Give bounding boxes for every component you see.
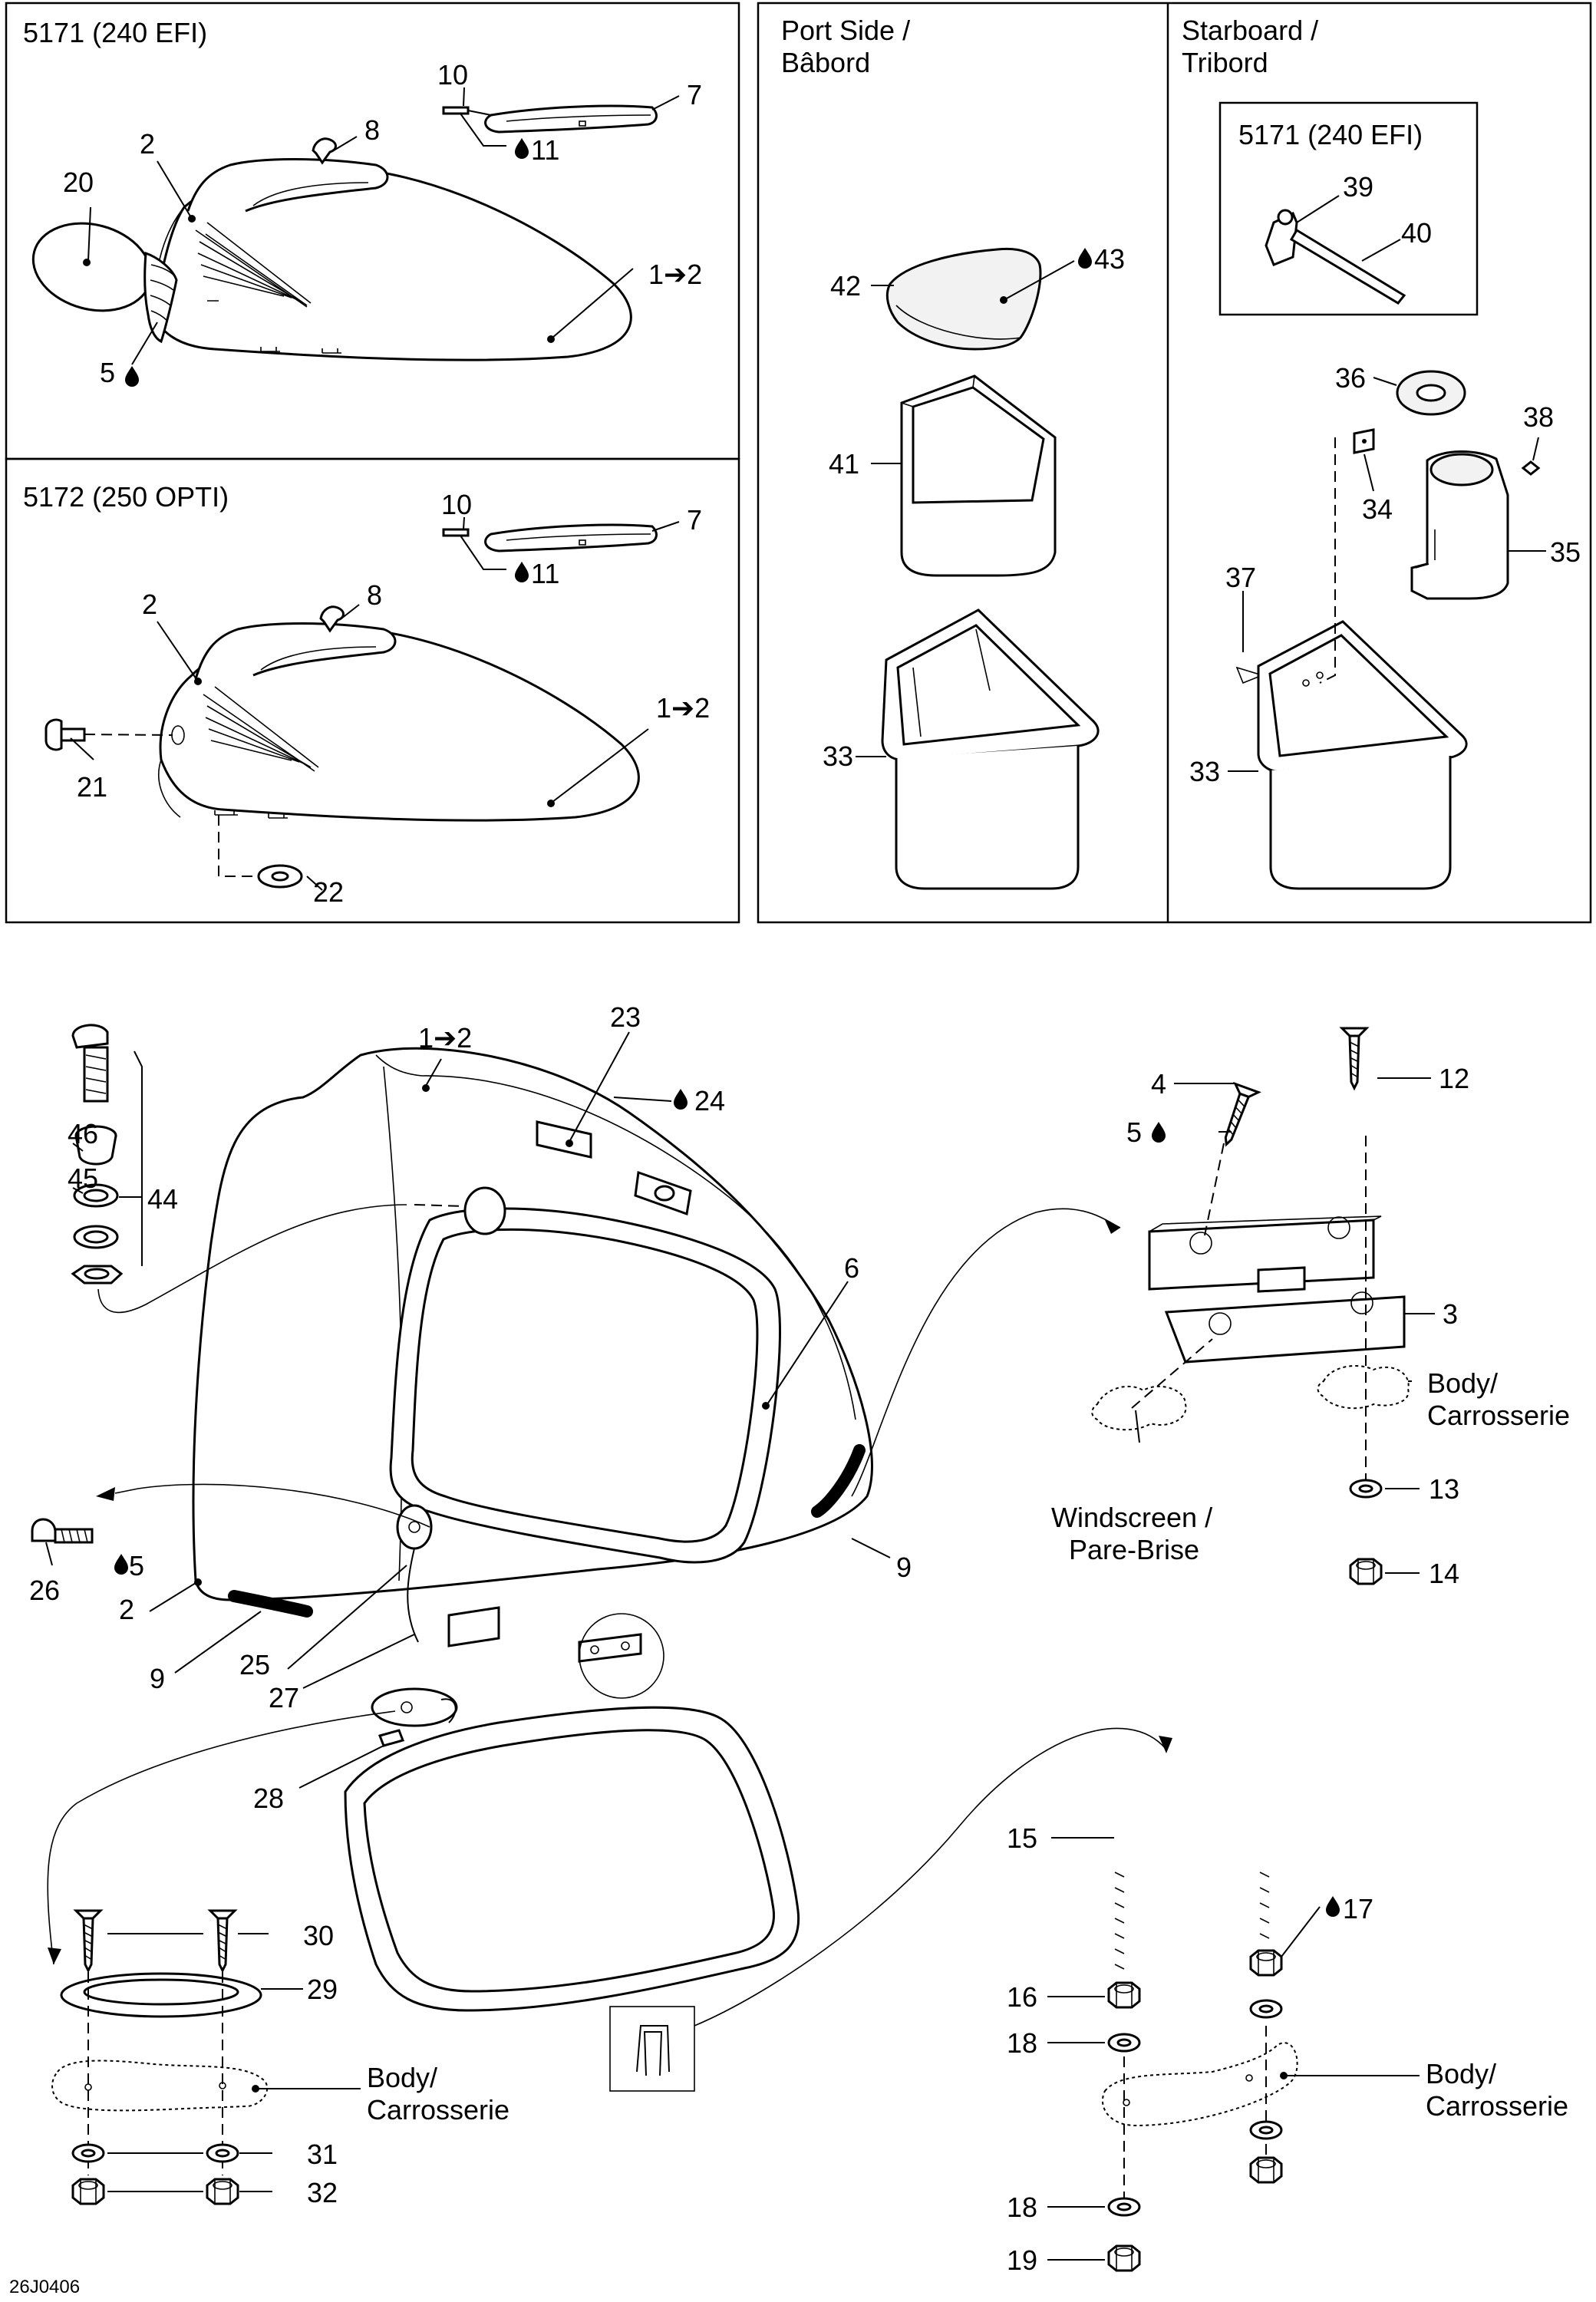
label-17-ubolt: 17 — [1343, 1893, 1373, 1924]
body-note-ubolt-line1: Body/ — [1426, 2058, 1496, 2089]
body-note-hinge-line1: Body/ — [1427, 1367, 1498, 1399]
label-12-hinge: 12 — [1439, 1063, 1469, 1094]
label-18-ubolt-upper: 18 — [1007, 2027, 1037, 2059]
label-34-starboard: 34 — [1362, 493, 1393, 525]
label-36-starboard: 36 — [1335, 362, 1366, 394]
label-11-efi: 11 — [531, 134, 559, 166]
label-26-main: 26 — [29, 1575, 60, 1606]
panel-opti-frame — [5, 457, 740, 924]
starboard-title-line1: Starboard / — [1182, 15, 1318, 46]
label-9-left: 9 — [150, 1663, 165, 1694]
efi-cover-drawing — [31, 104, 658, 361]
ubolt-leaders — [1047, 1837, 1420, 2261]
hinge-leaders — [1135, 1077, 1435, 1574]
label-16-ubolt: 16 — [1007, 1981, 1037, 2013]
body-note-left-line2: Carrosserie — [367, 2094, 509, 2126]
label-30-main: 30 — [303, 1920, 334, 1951]
label-22-opti: 22 — [313, 876, 344, 908]
label-9-right: 9 — [896, 1552, 912, 1583]
ubolt-drawing — [1101, 1787, 1298, 2272]
reference-code: 26J0406 — [9, 2277, 80, 2297]
label-23-main: 23 — [610, 1001, 641, 1033]
body-note-left-line1: Body/ — [367, 2062, 437, 2093]
label-31-main: 31 — [307, 2139, 338, 2170]
port-side-title-line2: Bâbord — [781, 47, 870, 78]
label-42-port: 42 — [830, 270, 861, 302]
label-20-efi: 20 — [63, 167, 94, 198]
label-13-hinge: 13 — [1429, 1473, 1459, 1505]
windscreen-note-line2: Pare-Brise — [1069, 1534, 1199, 1565]
main-cover-drawing — [31, 1024, 873, 2092]
label-39-inset: 39 — [1343, 171, 1373, 203]
label-11-opti: 11 — [531, 558, 559, 589]
body-note-hinge-line2: Carrosserie — [1427, 1400, 1570, 1431]
windscreen-note-line1: Windscreen / — [1051, 1502, 1212, 1533]
main-flow-arrows — [47, 1208, 1172, 2027]
label-29-main: 29 — [307, 1974, 338, 2005]
body-note-ubolt-line2: Carrosserie — [1426, 2090, 1568, 2122]
starboard-title-line2: Tribord — [1182, 47, 1268, 78]
label-8-opti: 8 — [367, 579, 382, 611]
inset-efi-frame — [1218, 101, 1479, 316]
port-storage-drawing — [881, 247, 1100, 890]
label-45-main: 45 — [68, 1163, 98, 1194]
panel-efi-title: 5171 (240 EFI) — [23, 17, 207, 48]
label-2-efi: 2 — [140, 128, 155, 160]
label-6-main: 6 — [844, 1252, 859, 1284]
label-37-starboard: 37 — [1225, 562, 1256, 593]
starboard-storage-drawing — [1235, 209, 1541, 890]
label-1-opti: 1➔2 — [656, 692, 710, 724]
label-19-ubolt: 19 — [1007, 2244, 1037, 2276]
port-side-title-line1: Port Side / — [781, 15, 910, 46]
panel-storage-frame — [757, 2, 1592, 924]
label-18-ubolt-lower: 18 — [1007, 2192, 1037, 2223]
inset-efi-title: 5171 (240 EFI) — [1238, 119, 1423, 150]
label-24-main: 24 — [694, 1085, 725, 1116]
label-15-ubolt: 15 — [1007, 1822, 1037, 1854]
bracket-left-drawing — [51, 1909, 269, 2205]
label-1-efi: 1➔2 — [648, 259, 702, 290]
opti-leaders — [70, 516, 680, 891]
label-38-starboard: 38 — [1523, 401, 1554, 433]
port-leaders — [856, 260, 1075, 757]
label-35-starboard: 35 — [1550, 536, 1581, 568]
label-2-main: 2 — [119, 1594, 134, 1625]
label-8-efi: 8 — [364, 114, 380, 146]
label-21-opti: 21 — [77, 771, 107, 803]
label-5-main: 5 — [129, 1550, 144, 1581]
label-41-port: 41 — [829, 448, 859, 480]
panel-opti-title: 5172 (250 OPTI) — [23, 481, 229, 513]
label-5-hinge: 5 — [1126, 1116, 1142, 1148]
label-7-efi: 7 — [687, 79, 702, 110]
label-32-main: 32 — [307, 2177, 338, 2208]
label-10-efi: 10 — [437, 59, 468, 91]
efi-leaders — [83, 87, 680, 365]
opti-cover-drawing — [45, 523, 658, 889]
label-1-main: 1➔2 — [418, 1022, 472, 1054]
label-33-starboard: 33 — [1189, 756, 1220, 787]
label-10-opti: 10 — [441, 489, 472, 520]
hinge-drawing — [1091, 1027, 1410, 1585]
label-27-main: 27 — [269, 1682, 299, 1713]
label-2-opti: 2 — [142, 589, 157, 620]
label-5-efi: 5 — [100, 357, 115, 388]
label-25-main: 25 — [239, 1649, 270, 1680]
label-44-main: 44 — [147, 1183, 178, 1215]
label-33-port: 33 — [823, 740, 853, 772]
label-7-opti: 7 — [687, 504, 702, 536]
label-3-hinge: 3 — [1443, 1298, 1458, 1330]
label-28-main: 28 — [253, 1783, 284, 1814]
main-leaders — [45, 1031, 891, 1789]
bracket-left-leaders — [107, 1933, 361, 2192]
starboard-leaders — [1228, 195, 1546, 772]
label-43-port: 43 — [1094, 243, 1125, 275]
label-14-hinge: 14 — [1429, 1558, 1459, 1589]
label-40-inset: 40 — [1401, 217, 1432, 249]
label-46-main: 46 — [68, 1118, 98, 1149]
label-4-hinge: 4 — [1151, 1068, 1166, 1100]
